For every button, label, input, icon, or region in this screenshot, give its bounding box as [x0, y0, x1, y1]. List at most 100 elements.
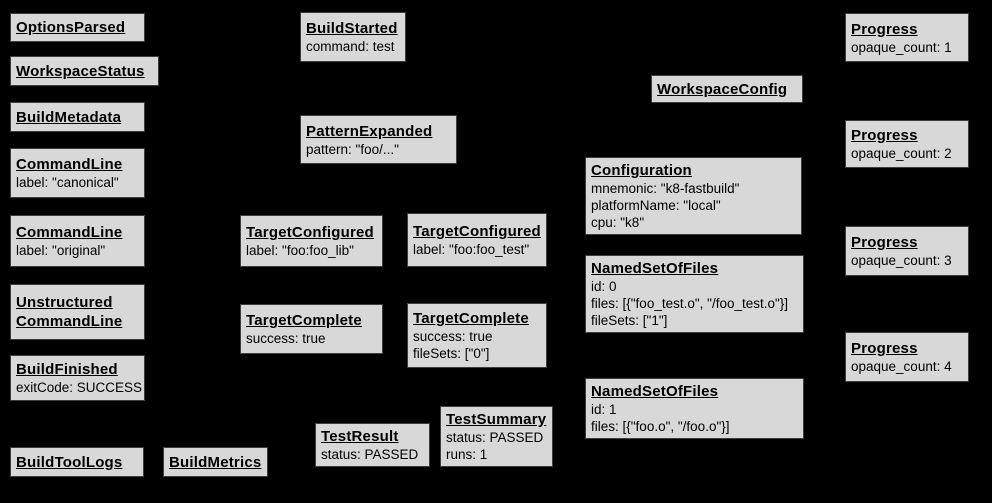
node-target-complete-foo-lib: TargetComplete success: true [240, 304, 383, 354]
node-attribute: runs: 1 [446, 447, 488, 462]
node-title: TestResult [321, 427, 424, 446]
node-attribute: files: [{"foo.o", "/foo.o"}] [591, 419, 730, 434]
node-title-line: TargetConfigured [413, 223, 541, 240]
node-attribute: label: "foo:foo_lib" [246, 243, 354, 258]
node-title-line: TargetConfigured [246, 224, 374, 241]
node-title: TargetConfigured [246, 223, 377, 242]
node-attribute: cpu: "k8" [591, 215, 645, 230]
node-target-configured-foo-lib: TargetConfigured label: "foo:foo_lib" [240, 215, 383, 267]
node-title-line: Progress [851, 127, 918, 144]
node-attribute: opaque_count: 1 [851, 39, 952, 55]
node-title: BuildFinished [16, 360, 139, 379]
node-command-line-original: CommandLine label: "original" [10, 215, 145, 267]
node-attribute: status: PASSED [321, 447, 419, 462]
node-attribute: label: "original" [16, 243, 106, 258]
node-workspace-status: WorkspaceStatus [10, 56, 159, 86]
node-title-line: TargetComplete [413, 310, 529, 327]
node-title-line: PatternExpanded [306, 122, 433, 140]
node-title: WorkspaceConfig [657, 80, 797, 99]
node-title-line: Unstructured [16, 294, 113, 311]
node-attribute: files: [{"foo_test.o", "/foo_test.o"}] [591, 296, 789, 311]
node-title-line: TestResult [321, 428, 399, 445]
node-title: Configuration [591, 161, 796, 180]
node-progress-3: Progress opaque_count: 3 [845, 226, 969, 276]
node-title-line: BuildToolLogs [16, 453, 123, 471]
node-title-line: WorkspaceConfig [657, 80, 788, 98]
node-test-result: TestResult status: PASSED [315, 423, 430, 467]
node-attribute: exitCode: SUCCESS [16, 380, 143, 395]
node-title: TargetConfigured [413, 222, 541, 241]
node-title-line: NamedSetOfFiles [591, 383, 719, 400]
node-progress-4: Progress opaque_count: 4 [845, 332, 969, 382]
node-attribute: label: "canonical" [16, 175, 119, 190]
node-title-line: TargetComplete [246, 312, 362, 329]
node-title: NamedSetOfFiles [591, 259, 798, 278]
node-title-line: CommandLine [16, 156, 123, 173]
node-title: PatternExpanded [306, 122, 451, 141]
node-attribute: status: PASSED [446, 430, 544, 445]
node-title: BuildMetadata [16, 108, 139, 127]
node-workspace-config: WorkspaceConfig [651, 75, 803, 103]
node-attribute: id: 0 [591, 279, 617, 294]
node-build-tool-logs: BuildToolLogs [10, 447, 144, 477]
node-title-line: BuildStarted [306, 20, 398, 37]
node-title-line: BuildFinished [16, 361, 118, 378]
node-title: CommandLine [16, 155, 139, 174]
node-attribute: command: test [306, 39, 395, 54]
node-title: BuildToolLogs [16, 453, 138, 472]
node-title-line: NamedSetOfFiles [591, 260, 719, 277]
node-title-line: CommandLine [16, 313, 123, 330]
node-attribute: platformName: "local" [591, 198, 721, 213]
node-title: OptionsParsed [16, 18, 139, 37]
node-title-line: Progress [851, 340, 918, 357]
node-attribute: success: true [413, 329, 493, 344]
node-title: Progress [851, 126, 963, 145]
node-title-line: CommandLine [16, 224, 123, 241]
node-title: Progress [851, 20, 963, 39]
node-build-finished: BuildFinished exitCode: SUCCESS [10, 355, 145, 401]
node-attribute: fileSets: ["1"] [591, 313, 668, 328]
node-title-line: BuildMetadata [16, 108, 122, 126]
node-attribute: opaque_count: 4 [851, 359, 952, 374]
node-title: TestSummary [446, 410, 547, 429]
node-title-line: TestSummary [446, 411, 547, 428]
node-build-metadata: BuildMetadata [10, 102, 145, 132]
node-title: BuildMetrics [169, 453, 262, 472]
node-build-metrics: BuildMetrics [163, 447, 268, 477]
node-title-line: Configuration [591, 162, 692, 179]
node-attribute: pattern: "foo/..." [306, 141, 399, 157]
node-title-line: BuildMetrics [169, 453, 262, 471]
node-named-set-of-files-1: NamedSetOfFiles id: 1 files: [{"foo.o", "/… [585, 378, 804, 439]
node-title: TargetComplete [413, 309, 541, 328]
node-title: WorkspaceStatus [16, 62, 153, 81]
node-test-summary: TestSummary status: PASSED runs: 1 [440, 406, 553, 467]
node-title: BuildStarted [306, 19, 400, 38]
node-configuration: Configuration mnemonic: "k8-fastbuild" pla… [585, 157, 802, 235]
node-title-line: Progress [851, 20, 918, 38]
node-attribute: mnemonic: "k8-fastbuild" [591, 181, 740, 196]
node-command-line-canonical: CommandLine label: "canonical" [10, 148, 145, 198]
node-title: NamedSetOfFiles [591, 382, 798, 401]
node-build-started: BuildStarted command: test [300, 12, 406, 62]
node-title-line: OptionsParsed [16, 19, 126, 36]
node-title: CommandLine [16, 223, 139, 242]
node-options-parsed: OptionsParsed [10, 13, 145, 42]
node-target-complete-foo-test: TargetComplete success: true fileSets: ["0… [407, 303, 547, 368]
node-title-line: WorkspaceStatus [16, 62, 145, 80]
node-named-set-of-files-0: NamedSetOfFiles id: 0 files: [{"foo_test.o… [585, 255, 804, 333]
node-attribute: fileSets: ["0"] [413, 346, 490, 361]
node-title: Progress [851, 233, 963, 252]
node-attribute: success: true [246, 331, 326, 346]
node-title-line: Progress [851, 234, 918, 251]
node-attribute: label: "foo:foo_test" [413, 242, 530, 257]
node-attribute: opaque_count: 3 [851, 253, 952, 268]
node-target-configured-foo-test: TargetConfigured label: "foo:foo_test" [407, 213, 547, 267]
node-attribute: id: 1 [591, 402, 617, 417]
node-title: Progress [851, 339, 963, 358]
